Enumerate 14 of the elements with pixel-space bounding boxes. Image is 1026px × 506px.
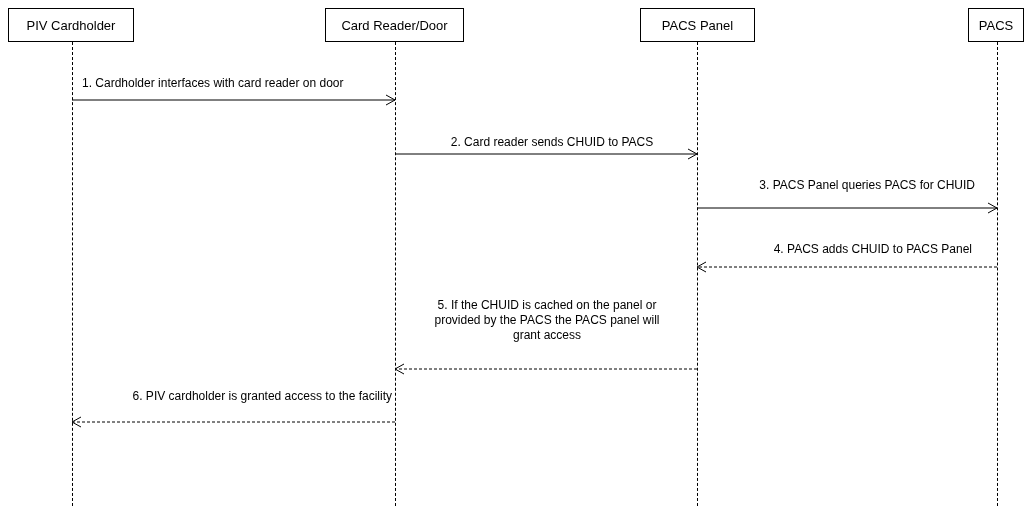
message-arrow xyxy=(71,94,396,106)
message-arrow xyxy=(394,148,698,160)
participant-box: PACS Panel xyxy=(640,8,755,42)
lifeline xyxy=(72,42,74,506)
message-arrow xyxy=(71,416,396,428)
participant-box: PACS xyxy=(968,8,1024,42)
message-arrow xyxy=(696,261,998,273)
lifeline xyxy=(395,42,397,506)
lifeline xyxy=(997,42,999,506)
lifeline xyxy=(697,42,699,506)
participant-box: Card Reader/Door xyxy=(325,8,464,42)
participant-box: PIV Cardholder xyxy=(8,8,134,42)
message-arrow xyxy=(696,202,998,214)
message-arrow xyxy=(394,363,698,375)
